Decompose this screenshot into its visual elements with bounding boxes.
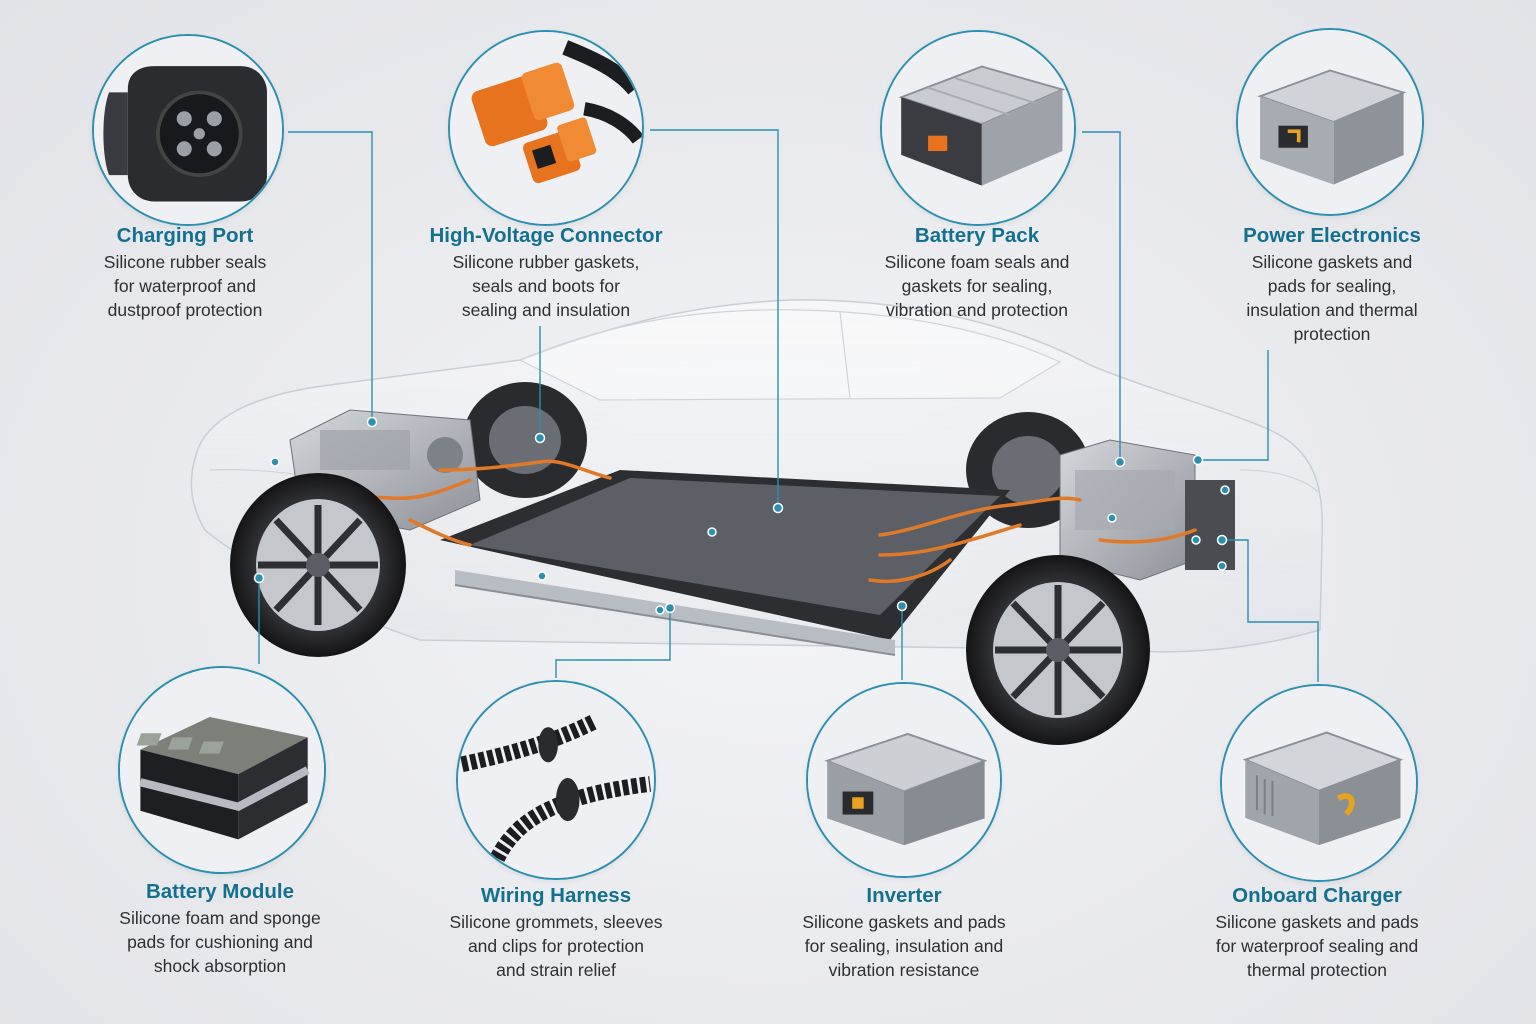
onboard-charger-image (1220, 684, 1418, 882)
component-title: Inverter (866, 884, 942, 907)
component-description-line: Silicone grommets, sleeves (449, 912, 663, 932)
component-description-line: insulation and thermal (1246, 300, 1418, 320)
chassis-marker-dot (707, 527, 717, 537)
component-description-line: and strain relief (496, 960, 616, 980)
leader-power-electronics-endpoint-dot (1192, 454, 1204, 466)
front-wheel (230, 473, 406, 657)
callout-inverter: Inverter Silicone gaskets and pads for s… (774, 883, 1034, 982)
leader-wiring-harness-endpoint-dot (664, 602, 676, 614)
charging-socket-icon (94, 36, 282, 224)
component-title: High-Voltage Connector (429, 224, 663, 247)
component-description-line: sealing and insulation (461, 300, 631, 320)
wiring-harness-image (456, 680, 656, 880)
callout-wiring-harness: Wiring Harness Silicone grommets, sleeve… (421, 883, 691, 982)
component-description-line: and clips for protection (467, 936, 645, 956)
component-description-line: vibration resistance (828, 960, 980, 980)
leader-hv-to-battery-center-endpoint-dot (772, 502, 784, 514)
callout-power-electronics: Power Electronics Silicone gaskets and p… (1207, 223, 1457, 346)
component-description-line: Silicone gaskets and (1251, 252, 1413, 272)
component-title: Battery Module (145, 880, 295, 903)
component-description-line: Silicone gaskets and pads (802, 912, 1006, 932)
component-title: Onboard Charger (1232, 884, 1402, 907)
callout-onboard-charger: Onboard Charger Silicone gaskets and pad… (1187, 883, 1447, 982)
power-electronics-box-icon (1238, 30, 1422, 214)
component-description-line: pads for sealing, (1267, 276, 1397, 296)
chassis-marker-dot (1220, 485, 1230, 495)
battery-module-image (118, 666, 326, 874)
component-description-line: for waterproof and (113, 276, 257, 296)
component-description-line: shock absorption (153, 956, 287, 976)
component-description-line: seals and boots for (472, 276, 620, 296)
leader-battery-pack-endpoint-dot (1114, 456, 1126, 468)
callout-battery-pack: Battery Pack Silicone foam seals and gas… (852, 223, 1102, 322)
charging-port-image (92, 34, 284, 226)
callout-high-voltage-connector: High-Voltage Connector Silicone rubber g… (405, 223, 687, 322)
battery-pack-icon (882, 32, 1074, 224)
leader-battery-module-endpoint-dot (253, 572, 265, 584)
chassis-marker-dot (270, 457, 280, 467)
component-description-line: Silicone rubber seals (103, 252, 267, 272)
power-electronics-image (1236, 28, 1424, 216)
inverter-box-icon (808, 684, 1000, 876)
component-title: Power Electronics (1243, 224, 1421, 247)
component-description-line: Silicone gaskets and pads (1215, 912, 1419, 932)
rear-drive-unit (1059, 439, 1235, 581)
leader-onboard-charger (1222, 539, 1319, 682)
chassis-marker-dot (1107, 513, 1117, 523)
leader-onboard-charger-endpoint-dot (1216, 534, 1228, 546)
chassis-marker-dot (655, 605, 665, 615)
battery-pack-cells (470, 478, 1000, 615)
leader-charging-port-endpoint-dot (366, 416, 378, 428)
component-description-line: vibration and protection (886, 300, 1068, 320)
chassis-marker-dot (537, 571, 547, 581)
chassis-marker-dot (1217, 561, 1227, 571)
component-description-line: gaskets for sealing, (901, 276, 1053, 296)
component-title: Battery Pack (914, 224, 1040, 247)
leader-inverter-endpoint-dot (896, 600, 908, 612)
rear-wheel (966, 555, 1150, 745)
callout-battery-module: Battery Module Silicone foam and sponge … (95, 879, 345, 978)
component-description-line: for sealing, insulation and (804, 936, 1004, 956)
battery-pack-image (880, 30, 1076, 226)
wiring-harness-icon (458, 682, 654, 878)
callout-charging-port: Charging Port Silicone rubber seals for … (60, 223, 310, 322)
component-description-line: dustproof protection (107, 300, 263, 320)
component-description-line: thermal protection (1246, 960, 1388, 980)
component-description-line: Silicone rubber gaskets, (452, 252, 640, 272)
leader-hv-to-battery-center (650, 129, 779, 508)
high-voltage-connector-image (448, 30, 644, 226)
leader-high-voltage-connector-endpoint-dot (534, 432, 546, 444)
inverter-image (806, 682, 1002, 878)
leader-wiring-harness (555, 608, 671, 678)
leader-power-electronics (1198, 350, 1269, 461)
orange-connector-icon (450, 32, 642, 224)
chassis-marker-dot (1191, 535, 1201, 545)
component-description-line: Silicone foam and sponge (119, 908, 321, 928)
component-description-line: pads for cushioning and (127, 932, 313, 952)
onboard-charger-box-icon (1222, 686, 1416, 880)
leader-charging-port (288, 131, 373, 422)
component-description-line: Silicone foam seals and (884, 252, 1070, 272)
component-description-line: for waterproof sealing and (1215, 936, 1419, 956)
leader-battery-pack (1082, 131, 1121, 462)
component-title: Wiring Harness (480, 884, 632, 907)
battery-module-icon (120, 668, 324, 872)
component-description-line: protection (1293, 324, 1371, 344)
component-title: Charging Port (116, 224, 254, 247)
